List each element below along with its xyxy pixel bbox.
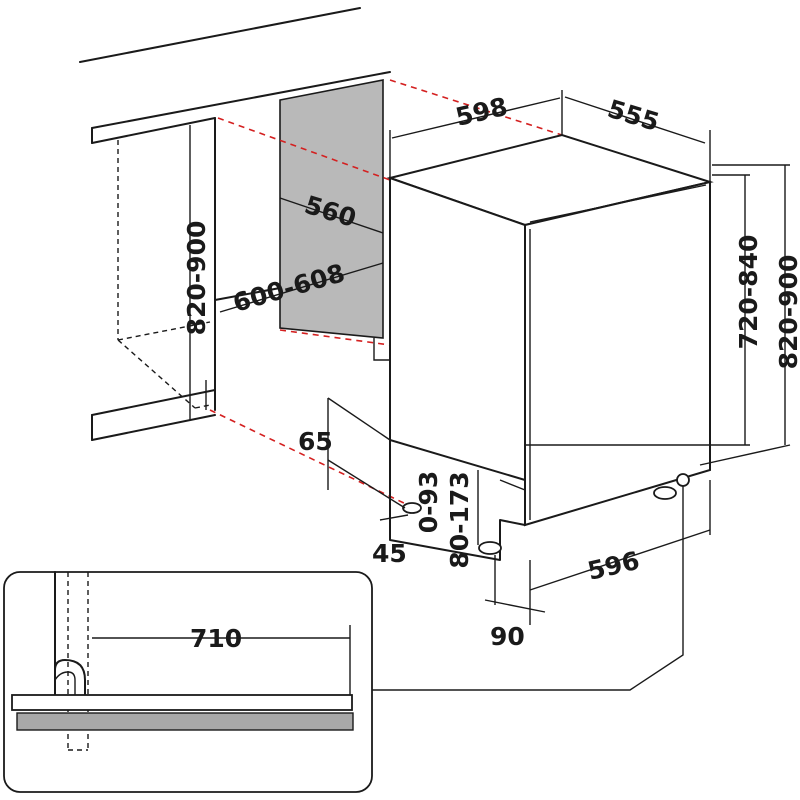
base-inner-line	[499, 479, 526, 491]
label-80-173: 80-173	[445, 471, 474, 568]
dim-line-555	[564, 96, 706, 144]
foot-front-left	[402, 502, 422, 514]
foot-front-right	[478, 541, 502, 555]
dim-ext-65-bottom	[327, 459, 406, 509]
hidden-base-edge	[117, 321, 211, 341]
label-555: 555	[604, 94, 662, 137]
hidden-edge-top-right	[389, 79, 563, 136]
dim-ext-65-top	[327, 397, 391, 441]
dishwasher	[386, 133, 714, 561]
countertop-front-top	[91, 71, 391, 129]
hidden-edges	[209, 79, 563, 506]
label-710: 710	[190, 624, 242, 653]
dim-line-600-608	[219, 262, 384, 313]
plinth-bottom-line	[91, 414, 216, 441]
floor-front-line	[91, 389, 216, 416]
dim-line-598	[391, 97, 561, 139]
panel-step	[373, 338, 390, 361]
label-820-900-left: 820-900	[182, 221, 211, 336]
label-720-840: 720-840	[734, 235, 763, 350]
countertop-back-edge	[79, 7, 361, 63]
dim-line-45	[379, 514, 409, 521]
detail-counter-panel	[16, 712, 354, 731]
hidden-edge-floor	[209, 409, 409, 506]
dishwasher-side	[389, 176, 526, 482]
dim-line-596	[529, 529, 711, 591]
dimension-lines	[189, 90, 791, 625]
detail-leader-line	[372, 486, 684, 691]
niche-floor-left	[214, 287, 281, 301]
detail-hinge-inner	[54, 671, 76, 695]
label-65: 65	[298, 427, 333, 456]
base-frame	[389, 439, 526, 561]
label-0-93: 0-93	[414, 471, 443, 534]
hidden-floor-edge	[117, 339, 196, 409]
label-598: 598	[453, 92, 510, 132]
adjust-screw-icon	[676, 473, 690, 487]
door-top-edge	[529, 184, 707, 223]
label-820-900-right: 820-900	[774, 255, 800, 370]
detail-door-panel	[11, 694, 353, 711]
niche-structure	[79, 7, 391, 441]
hidden-corner	[194, 404, 211, 409]
label-596: 596	[585, 546, 642, 586]
dim-line-560	[279, 197, 384, 234]
detail-inset	[3, 571, 373, 793]
dishwasher-door	[524, 180, 711, 527]
hidden-edge-panel	[279, 329, 391, 346]
dim-line-90	[484, 599, 546, 613]
detail-frame	[3, 571, 373, 793]
foot-rear	[653, 486, 677, 500]
label-90: 90	[490, 622, 525, 651]
detail-hinge-arc	[54, 659, 86, 696]
hidden-edge-top-left	[217, 117, 391, 181]
label-45: 45	[372, 539, 407, 568]
countertop-front-bottom	[91, 117, 216, 144]
dim-ext-820-900-bottom	[699, 444, 791, 466]
back-wall-panel	[279, 79, 384, 339]
